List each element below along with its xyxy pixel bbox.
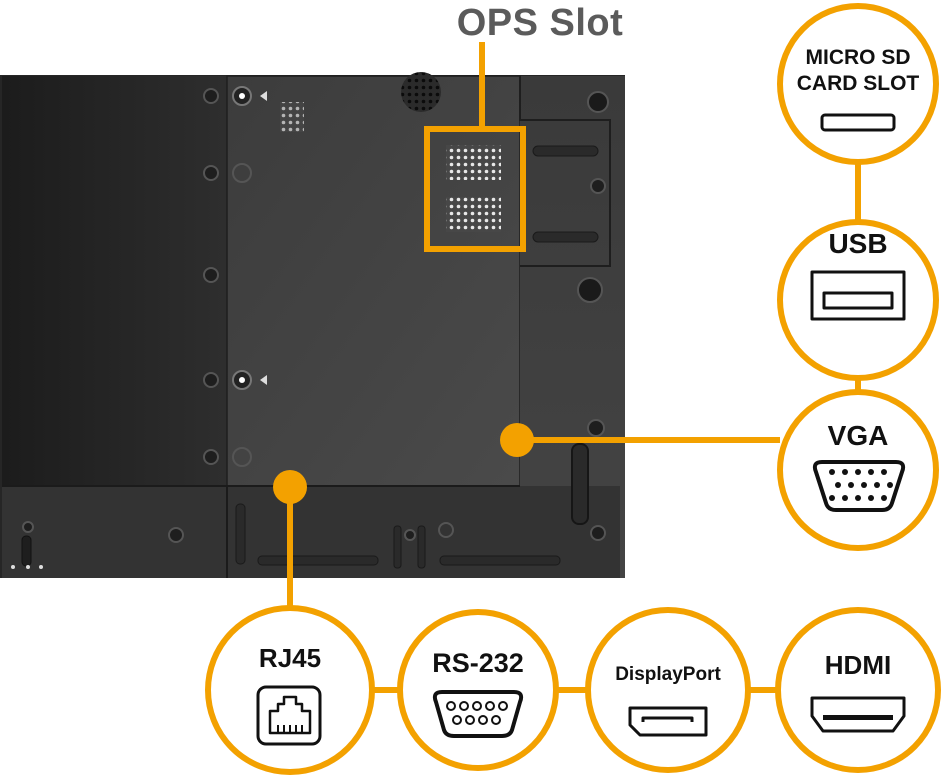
- displayport-label: DisplayPort: [615, 664, 721, 685]
- screw-icon: [203, 372, 219, 388]
- wall-mount-hole: [239, 377, 245, 383]
- usb-outer: [810, 270, 906, 321]
- rs232-port-icon: [432, 690, 524, 738]
- base-slot: [235, 503, 246, 565]
- mount-hole-icon: [232, 447, 252, 467]
- screw-icon: [203, 449, 219, 465]
- ops-vent: [446, 145, 501, 180]
- screw-icon: [203, 88, 219, 104]
- screw-icon: [590, 178, 606, 194]
- status-dots: [11, 565, 43, 569]
- base-slot: [257, 555, 379, 566]
- ops-slot-label: OPS Slot: [456, 2, 624, 44]
- dot: [39, 565, 43, 569]
- ops-slot-highlight[interactable]: [424, 126, 526, 252]
- dot: [26, 565, 30, 569]
- screws: [22, 88, 609, 543]
- micro-sd-label-line2: CARD SLOT: [796, 72, 920, 95]
- micro-sd-circle[interactable]: [777, 3, 939, 165]
- micro-sd-slot-icon: [820, 113, 896, 132]
- screw-icon: [577, 277, 603, 303]
- rs232-label: RS-232: [432, 648, 524, 678]
- usb-tongue: [822, 291, 894, 310]
- screw-icon: [590, 525, 606, 541]
- arrow-left-icon: [260, 375, 267, 385]
- ops-vent: [446, 197, 501, 232]
- callout-lines: [287, 42, 861, 693]
- usb-circle[interactable]: [777, 219, 939, 381]
- panel-left-section: [2, 76, 227, 486]
- vga-label: VGA: [827, 420, 889, 451]
- screw-icon: [404, 529, 416, 541]
- screw-icon: [587, 419, 605, 437]
- screw-icon: [203, 267, 219, 283]
- rj45-circle[interactable]: [205, 605, 375, 775]
- hdmi-label: HDMI: [824, 650, 892, 680]
- micro-sd-label-line1: MICRO SD: [805, 46, 911, 69]
- vga-pins: [829, 469, 893, 501]
- handle: [571, 443, 589, 525]
- arrow-left-icon: [260, 91, 267, 101]
- rj45-label: RJ45: [258, 643, 322, 673]
- vga-port-icon: [812, 460, 906, 512]
- connector-circles: [205, 3, 941, 775]
- dot: [11, 565, 15, 569]
- screw-icon: [168, 527, 184, 543]
- vent-grille: [280, 102, 304, 132]
- hdmi-circle[interactable]: [775, 607, 941, 773]
- hdmi-port-icon: [810, 696, 906, 733]
- vent-slot: [532, 231, 599, 243]
- speaker-grille: [401, 72, 441, 112]
- hdmi-pin-bar: [823, 715, 893, 720]
- vent-slot: [532, 145, 599, 157]
- right-compartment-outline: [519, 76, 611, 267]
- screw-icon: [22, 521, 34, 533]
- rear-panel: [0, 72, 625, 578]
- vga-location-marker[interactable]: [500, 423, 534, 457]
- base-slot: [439, 555, 561, 566]
- micro-sd-label: MICRO SD CARD SLOT: [785, 45, 931, 97]
- panel-center-section: [226, 75, 521, 487]
- displayport-icon: [628, 706, 708, 737]
- base-slot: [21, 535, 32, 567]
- screw-icon: [587, 91, 609, 113]
- displayport-circle[interactable]: [585, 607, 751, 773]
- wall-mount-points: [232, 86, 267, 390]
- usb-port-icon: [810, 270, 906, 321]
- base-slot: [417, 525, 426, 569]
- mount-hole-icon: [438, 522, 454, 538]
- wall-mount-hole: [239, 93, 245, 99]
- screw-icon: [203, 165, 219, 181]
- mount-hole-icon: [232, 163, 252, 183]
- rj45-location-marker[interactable]: [273, 470, 307, 504]
- usb-label: USB: [828, 228, 888, 259]
- rj45-port-icon: [256, 685, 322, 746]
- base-slot: [393, 525, 402, 569]
